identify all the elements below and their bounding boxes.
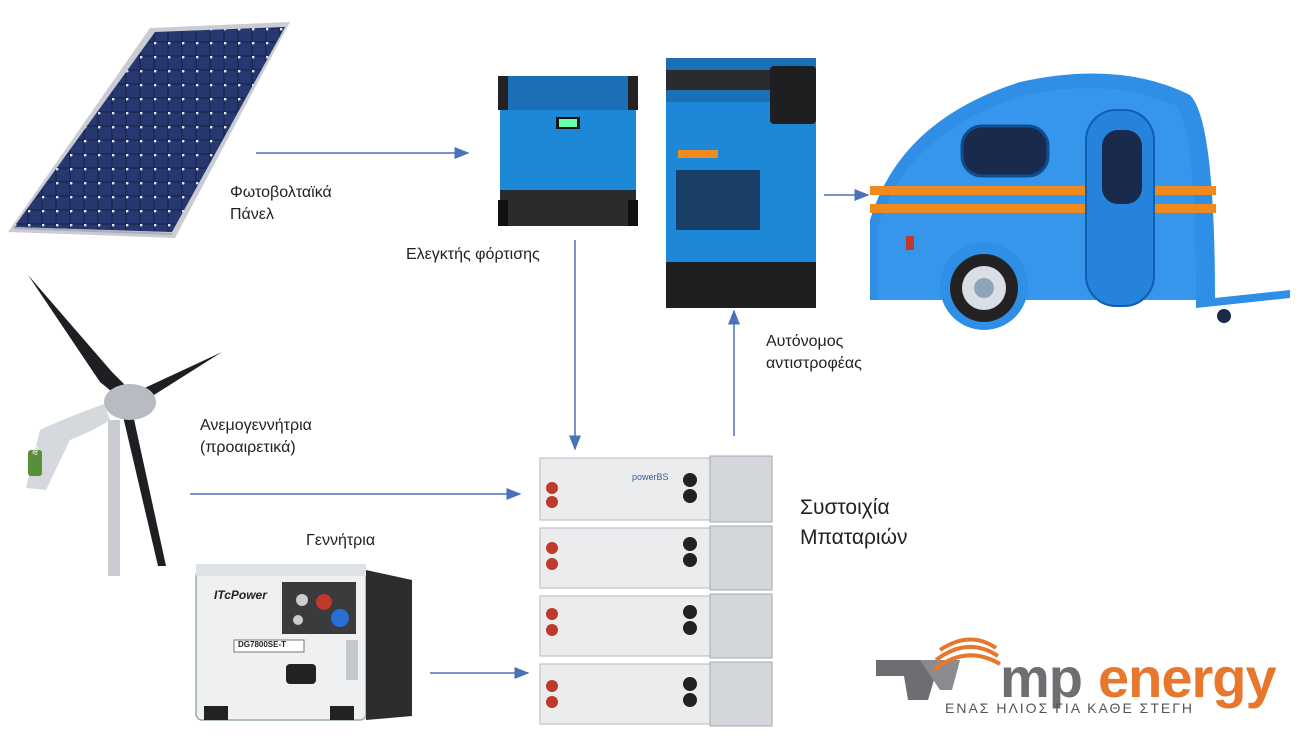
solar-panel-image [8,22,290,238]
solar-panel-label: Φωτοβολταϊκά Πάνελ [230,184,332,223]
inverter-image [666,58,816,308]
flow-arrows [190,147,870,679]
battery-module [539,525,773,591]
battery-bank-label: Συστοιχία Μπαταριών [800,496,908,549]
generator-model-label: DG7800SE-T [238,640,287,649]
mp-energy-logo-mark [876,637,1002,700]
charge-controller-label: Ελεγκτής φόρτισης [406,246,540,263]
generator-brand-label: ITcPower [214,588,267,602]
logo-mp-text: mp [1000,646,1083,709]
battery-brand-label: powerBS [632,472,669,482]
battery-module [539,661,773,727]
wind-brand-label: air [29,444,41,456]
wind-turbine-label: Ανεμογεννήτρια (προαιρετικά) [200,417,312,456]
battery-module [539,593,773,659]
logo-tagline: ΕΝΑΣ ΗΛΙΟΣ ΓΙΑ ΚΑΘΕ ΣΤΕΓΗ [945,700,1195,716]
charge-controller-image [498,76,638,226]
trailer-image [870,73,1290,330]
logo-energy-text: energy [1098,646,1277,709]
wind-turbine-image [26,275,222,576]
battery-stack-image [539,455,773,727]
inverter-label: Αυτόνομος αντιστροφέας [766,333,862,372]
generator-image [195,564,412,721]
generator-label: Γεννήτρια [306,532,376,549]
battery-module [539,455,773,523]
